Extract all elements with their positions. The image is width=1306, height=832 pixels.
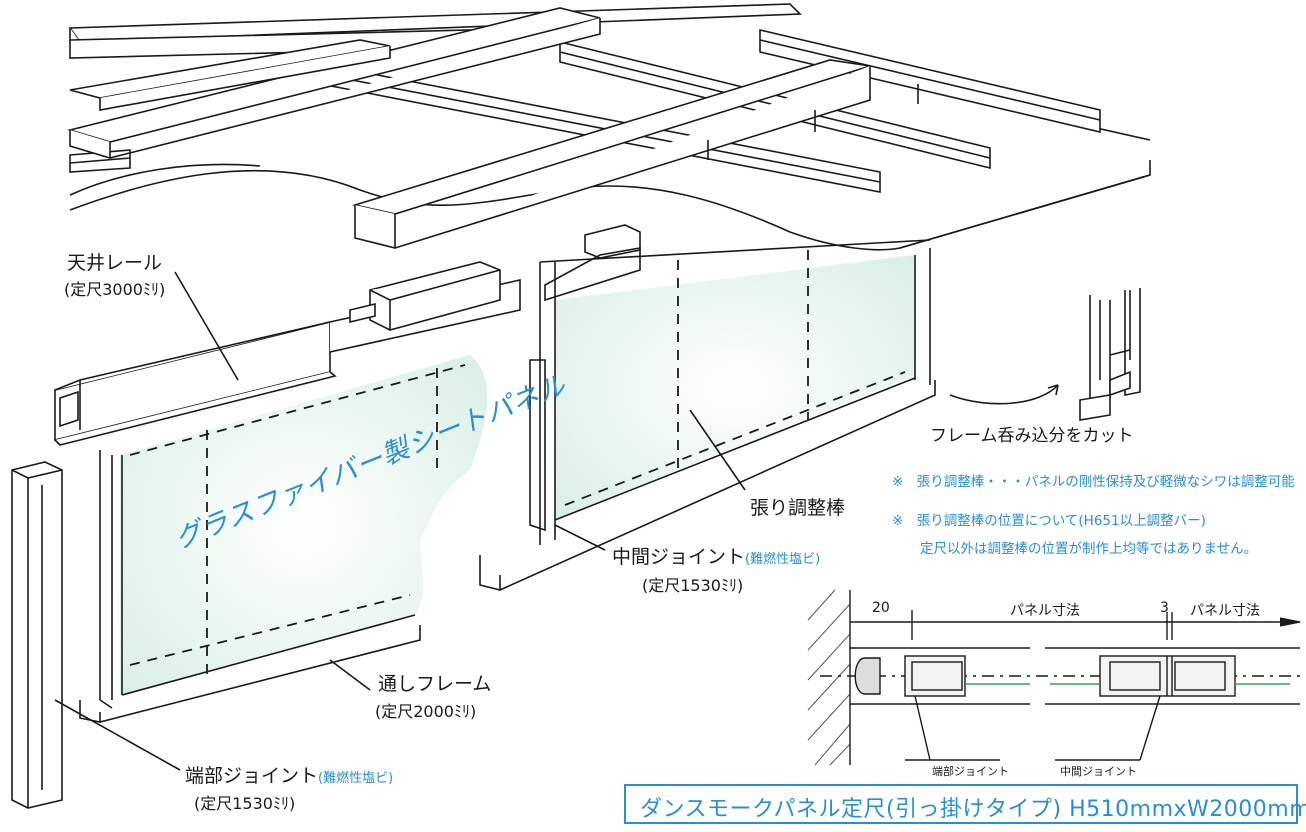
through-frame-size: (定尺2000ﾐﾘ) xyxy=(375,702,477,721)
ceiling-channels xyxy=(69,28,1101,193)
title-text: ダンスモークパネル定尺(引っ掛けタイプ) H510mmxW2000mm xyxy=(640,797,1306,822)
top-rail-left xyxy=(54,261,521,446)
tension-bar-label: 張り調整棒 xyxy=(750,497,846,519)
end-joint-label: 端部ジョイント(難燃性塩ビ) xyxy=(185,765,393,790)
note-2: ※ 張り調整棒の位置について(H651以上調整バー) xyxy=(892,513,1206,529)
end-joint-piece xyxy=(11,461,63,809)
tension-bars-right xyxy=(564,250,906,506)
middle-joint-material: (難燃性塩ビ) xyxy=(745,552,821,567)
tension-bars-left xyxy=(129,364,466,680)
dim-right-label: パネル寸法 xyxy=(1190,603,1260,619)
note-1: ※ 張り調整棒・・・パネルの剛性保持及び軽微なシワは調整可能 xyxy=(892,474,1295,490)
dim-mid-value: 3 xyxy=(1160,600,1169,616)
detail-end-joint-label: 端部ジョイント xyxy=(932,765,1009,778)
right-panel-frame xyxy=(479,224,936,591)
middle-joint-name: 中間ジョイント xyxy=(612,546,746,568)
end-joint-material: (難燃性塩ビ) xyxy=(318,771,394,786)
end-joint-size: (定尺1530ﾐﾘ) xyxy=(194,794,296,813)
dim-left-value: 20 xyxy=(872,600,890,616)
middle-joint-size: (定尺1530ﾐﾘ) xyxy=(642,576,744,595)
leader-lines xyxy=(54,271,746,771)
detail-middle-joint-label: 中間ジョイント xyxy=(1060,765,1137,778)
note-3: 定尺以外は調整棒の位置が制作上均等ではありません。 xyxy=(920,541,1258,557)
cross-beams xyxy=(66,3,871,250)
right-panel-fill xyxy=(555,255,915,520)
title-box: ダンスモークパネル定尺(引っ掛けタイプ) H510mmxW2000mm xyxy=(624,784,1306,824)
ceiling-rail-size: (定尺3000ﾐﾘ) xyxy=(64,280,166,299)
frame-cut-inset xyxy=(1079,288,1141,421)
ceiling-rail-label: 天井レール xyxy=(67,252,163,274)
joint-detail xyxy=(807,589,1301,766)
cut-arrow xyxy=(949,384,1059,405)
frame-cut-label: フレーム呑み込分をカット xyxy=(930,426,1134,446)
left-panel-frame xyxy=(79,450,421,723)
hanger-bolts xyxy=(707,84,919,160)
through-frame-label: 通しフレーム xyxy=(378,673,492,695)
left-panel-fill xyxy=(120,355,488,695)
middle-joint-label: 中間ジョイント(難燃性塩ビ) xyxy=(612,546,820,571)
dim-left-label: パネル寸法 xyxy=(1010,603,1080,619)
end-joint-name: 端部ジョイント xyxy=(185,765,319,787)
cut-arrow-head xyxy=(1047,384,1059,396)
